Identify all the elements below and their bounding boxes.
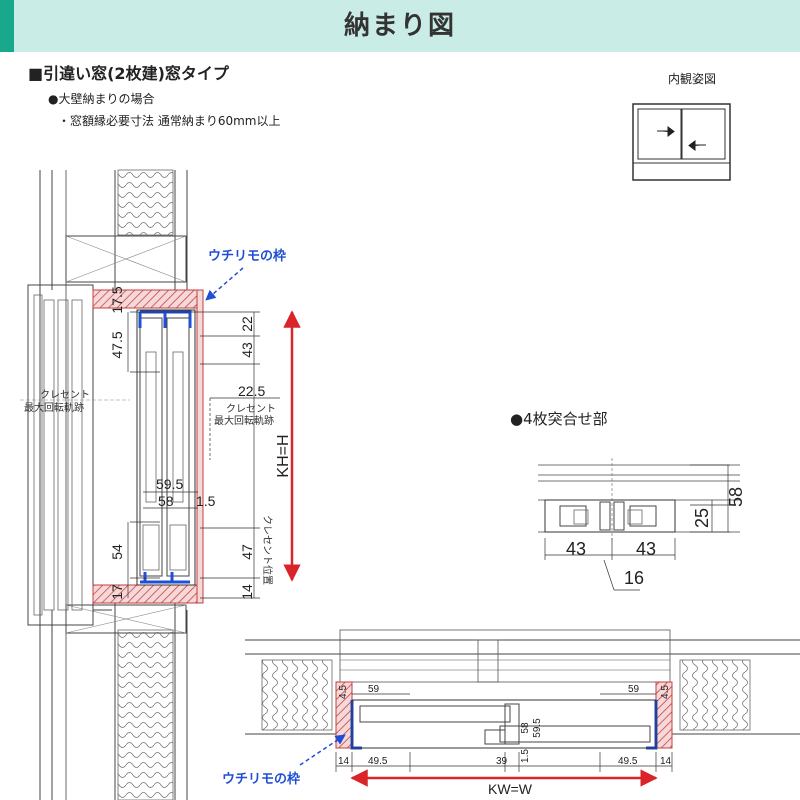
header-accent: [0, 0, 14, 52]
detail-dim-16: 16: [624, 568, 644, 588]
inner-view-diagram: [632, 103, 731, 181]
h-dim-49-5-left: 49.5: [368, 756, 388, 767]
h-dim-4-5-left: 4.5: [338, 685, 349, 699]
dim-22-5: 22.5: [238, 383, 265, 399]
inner-view-title: 内観姿図: [668, 72, 717, 86]
crescent-label-right-1: クレセント: [226, 403, 276, 415]
dim-59-5: 59.5: [156, 476, 183, 492]
kw-label: KW=W: [488, 781, 533, 797]
dim-17-5-top: 17.5: [109, 286, 125, 313]
h-dim-59-left: 59: [368, 684, 380, 695]
h-dim-14-right: 14: [660, 756, 672, 767]
h-dim-49-5-right: 49.5: [618, 756, 638, 767]
h-dim-58: 58: [520, 722, 531, 734]
dim-54: 54: [109, 544, 125, 560]
header-bar: [0, 0, 800, 52]
dim-47: 47: [239, 544, 255, 560]
page-title: 納まり図: [343, 11, 456, 41]
crescent-position-label: クレセント位置: [261, 515, 274, 585]
dim-1-5: 1.5: [196, 493, 216, 509]
vertical-section: [20, 169, 301, 800]
crescent-label-left-2: 最大回転軌跡: [24, 401, 84, 414]
crescent-label-right-2: 最大回転軌跡: [214, 414, 274, 427]
dim-43: 43: [239, 342, 255, 358]
dim-22: 22: [239, 316, 255, 332]
dim-17-bottom: 17: [109, 584, 125, 600]
section-subtitle: ●大壁納まりの場合: [48, 92, 155, 106]
detail-title: ●4枚突合せ部: [510, 410, 608, 428]
kh-label: KH=H: [275, 434, 292, 477]
section-note: ・窓額縁必要寸法 通常納まり60mm以上: [58, 114, 281, 128]
h-dim-39: 39: [496, 756, 508, 767]
detail-dim-25: 25: [692, 508, 712, 528]
h-dim-59-right: 59: [628, 684, 640, 695]
h-dim-1-5: 1.5: [520, 749, 531, 763]
frame-label-bottom: ウチリモの枠: [222, 771, 300, 786]
detail-dim-43-right: 43: [636, 539, 656, 559]
h-dim-14-left: 14: [338, 756, 350, 767]
detail-dim-43-left: 43: [566, 539, 586, 559]
dim-47-5: 47.5: [109, 331, 125, 358]
detail-dim-58: 58: [726, 487, 746, 507]
horizontal-section: [245, 629, 800, 787]
section-title: ■引違い窓(2枚建)窓タイプ: [28, 64, 229, 83]
dim-14: 14: [239, 584, 255, 600]
meeting-rail-detail: [538, 458, 740, 591]
h-dim-4-5-right: 4.5: [660, 685, 671, 699]
h-dim-59-5: 59.5: [532, 718, 543, 738]
crescent-label-left-1: クレセント: [40, 389, 90, 401]
dim-58: 58: [158, 493, 174, 509]
frame-label-top: ウチリモの枠: [208, 248, 286, 263]
